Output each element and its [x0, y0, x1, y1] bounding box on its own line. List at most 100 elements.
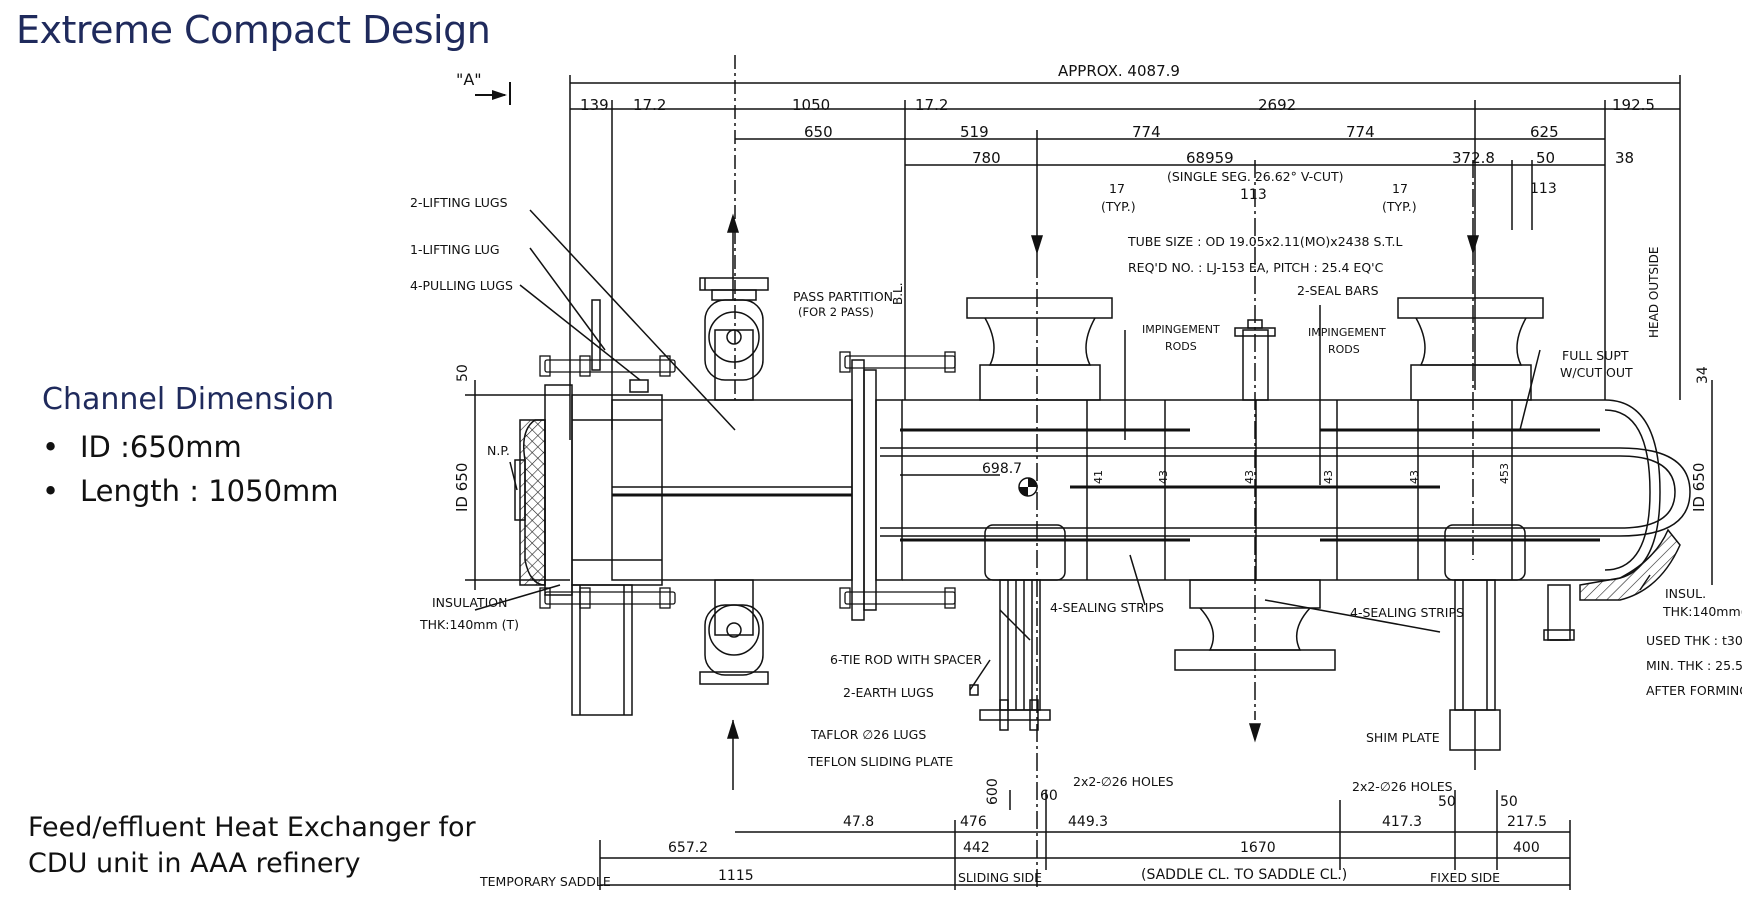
- label-pass-partition-sub: (FOR 2 PASS): [798, 305, 874, 319]
- label-impingement-right: IMPINGEMENT: [1308, 326, 1386, 339]
- dim-113-center: 113: [1240, 187, 1267, 203]
- label-fixed-side: FIXED SIDE: [1430, 870, 1500, 885]
- label-shim-plate: SHIM PLATE: [1366, 730, 1440, 745]
- label-rods-right: RODS: [1328, 343, 1360, 356]
- label-after-forming: AFTER FORMING: [1646, 683, 1742, 698]
- channel-dimension-list: • ID :650mm • Length : 1050mm: [42, 425, 339, 513]
- label-used-thk: USED THK : t30: [1646, 633, 1742, 648]
- dim-47-8: 47.8: [843, 814, 874, 830]
- label-holes-right: 2x2-∅26 HOLES: [1352, 779, 1453, 794]
- baffle-pitch-6: 453: [1498, 463, 1511, 484]
- section-arrow-icon: [475, 82, 511, 105]
- typ-label-left: (TYP.): [1101, 199, 1136, 214]
- dim-600: 600: [985, 778, 1001, 805]
- dim-17-2-b: 17.2: [915, 96, 948, 114]
- dim-657-2: 657.2: [668, 840, 708, 856]
- dim-139: 139: [580, 96, 609, 114]
- channel-dimension-heading: Channel Dimension: [42, 382, 335, 417]
- caption-line-2: CDU unit in AAA refinery: [28, 848, 361, 879]
- baffle-pitch-3: 43: [1243, 470, 1256, 484]
- dim-id-right: ID 650: [1690, 463, 1708, 512]
- label-min-thk: MIN. THK : 25.5: [1646, 658, 1742, 673]
- dim-442: 442: [963, 840, 990, 856]
- dim-id-left: ID 650: [453, 463, 471, 512]
- bullet-id: • ID :650mm: [42, 425, 339, 469]
- label-insul-thk: THK:140mm(T): [1662, 604, 1742, 619]
- label-holes-left: 2x2-∅26 HOLES: [1073, 774, 1174, 789]
- dim-68959: 68959: [1186, 149, 1234, 167]
- dim-113-right: 113: [1530, 181, 1557, 197]
- label-sealing-strips-right: 4-SEALING STRIPS: [1350, 605, 1464, 620]
- baffle-cut-note: (SINGLE SEG. 26.62° V-CUT): [1167, 169, 1344, 184]
- dim-50: 50: [1536, 149, 1555, 167]
- label-teflon-plate: TEFLON SLIDING PLATE: [807, 754, 953, 769]
- dim-625: 625: [1530, 123, 1559, 141]
- label-tie-rod: 6-TIE ROD WITH SPACER: [830, 652, 982, 667]
- label-temporary-saddle: TEMPORARY SADDLE: [479, 874, 611, 889]
- bullet-dot-icon: •: [42, 474, 60, 508]
- drawing-geometry: [465, 55, 1713, 890]
- label-lifting-lug-1: 1-LIFTING LUG: [410, 242, 500, 257]
- dim-519: 519: [960, 123, 989, 141]
- baffle-pitch-5: 43: [1408, 470, 1421, 484]
- dim-780: 780: [972, 149, 1001, 167]
- label-earth-lugs: 2-EARTH LUGS: [843, 685, 934, 700]
- label-tube-size: TUBE SIZE : OD 19.05x2.11(MO)x2438 S.T.L: [1127, 234, 1403, 249]
- typ-label-right: (TYP.): [1382, 199, 1417, 214]
- label-pass-partition: PASS PARTITION: [793, 289, 893, 304]
- dim-17-2-a: 17.2: [633, 96, 666, 114]
- centre-of-gravity-icon: [1018, 477, 1038, 497]
- dim-34-vertical: 34: [1695, 366, 1711, 384]
- label-np: N.P.: [487, 443, 510, 458]
- label-taflor-lugs: TAFLOR ∅26 LUGS: [810, 727, 926, 742]
- dim-774-b: 774: [1346, 123, 1375, 141]
- bullet-length-text: Length : 1050mm: [80, 474, 339, 508]
- dim-50-vertical: 50: [455, 364, 471, 382]
- dim-217-5: 217.5: [1507, 814, 1547, 830]
- label-seal-bars: 2-SEAL BARS: [1297, 283, 1379, 298]
- dim-192-5: 192.5: [1612, 96, 1655, 114]
- label-insul: INSUL.: [1665, 586, 1706, 601]
- dim-1050: 1050: [792, 96, 830, 114]
- label-pulling-lugs: 4-PULLING LUGS: [410, 278, 513, 293]
- label-saddle-cl: (SADDLE CL. TO SADDLE CL.): [1141, 867, 1347, 883]
- dim-1670: 1670: [1240, 840, 1276, 856]
- bullet-length: • Length : 1050mm: [42, 469, 339, 513]
- dim-400: 400: [1513, 840, 1540, 856]
- label-lifting-lugs-2: 2-LIFTING LUGS: [410, 195, 508, 210]
- dim-50-bottom-a: 50: [1438, 794, 1456, 810]
- baffle-pitch-2: 43: [1157, 470, 1170, 484]
- dim-2692: 2692: [1258, 96, 1296, 114]
- label-insulation-thk: THK:140mm (T): [419, 617, 519, 632]
- dim-774-a: 774: [1132, 123, 1161, 141]
- baffle-pitch-1: 41: [1092, 470, 1105, 484]
- dim-17-right: 17: [1392, 181, 1408, 196]
- dim-372-8: 372.8: [1452, 149, 1495, 167]
- label-head-outside: HEAD OUTSIDE: [1647, 247, 1661, 338]
- figure-caption: Feed/effluent Heat Exchanger for CDU uni…: [28, 810, 476, 882]
- caption-line-1: Feed/effluent Heat Exchanger for: [28, 812, 476, 843]
- baffle-pitch-4: 43: [1322, 470, 1335, 484]
- dim-60: 60: [1040, 788, 1058, 804]
- dim-38: 38: [1615, 149, 1634, 167]
- dim-476: 476: [960, 814, 987, 830]
- label-rods-left: RODS: [1165, 340, 1197, 353]
- dim-17-left: 17: [1109, 181, 1125, 196]
- label-full-supt: FULL SUPT: [1562, 348, 1629, 363]
- label-impingement-left: IMPINGEMENT: [1142, 323, 1220, 336]
- label-bl: B.L.: [891, 282, 905, 305]
- label-sliding-side: SLIDING SIDE: [958, 870, 1042, 885]
- dim-650: 650: [804, 123, 833, 141]
- dim-approx-total: APPROX. 4087.9: [1058, 62, 1180, 80]
- label-reqd-no: REQ'D NO. : LJ-153 EA, PITCH : 25.4 EQ'C: [1128, 260, 1384, 275]
- label-cut-out: W/CUT OUT: [1560, 365, 1633, 380]
- slide-title: Extreme Compact Design: [16, 8, 491, 52]
- dim-698-7: 698.7: [982, 461, 1022, 477]
- label-insulation: INSULATION: [432, 595, 507, 610]
- bullet-id-text: ID :650mm: [80, 430, 242, 464]
- label-sealing-strips-left: 4-SEALING STRIPS: [1050, 600, 1164, 615]
- bullet-dot-icon: •: [42, 430, 60, 464]
- dim-449-3: 449.3: [1068, 814, 1108, 830]
- dim-417-3: 417.3: [1382, 814, 1422, 830]
